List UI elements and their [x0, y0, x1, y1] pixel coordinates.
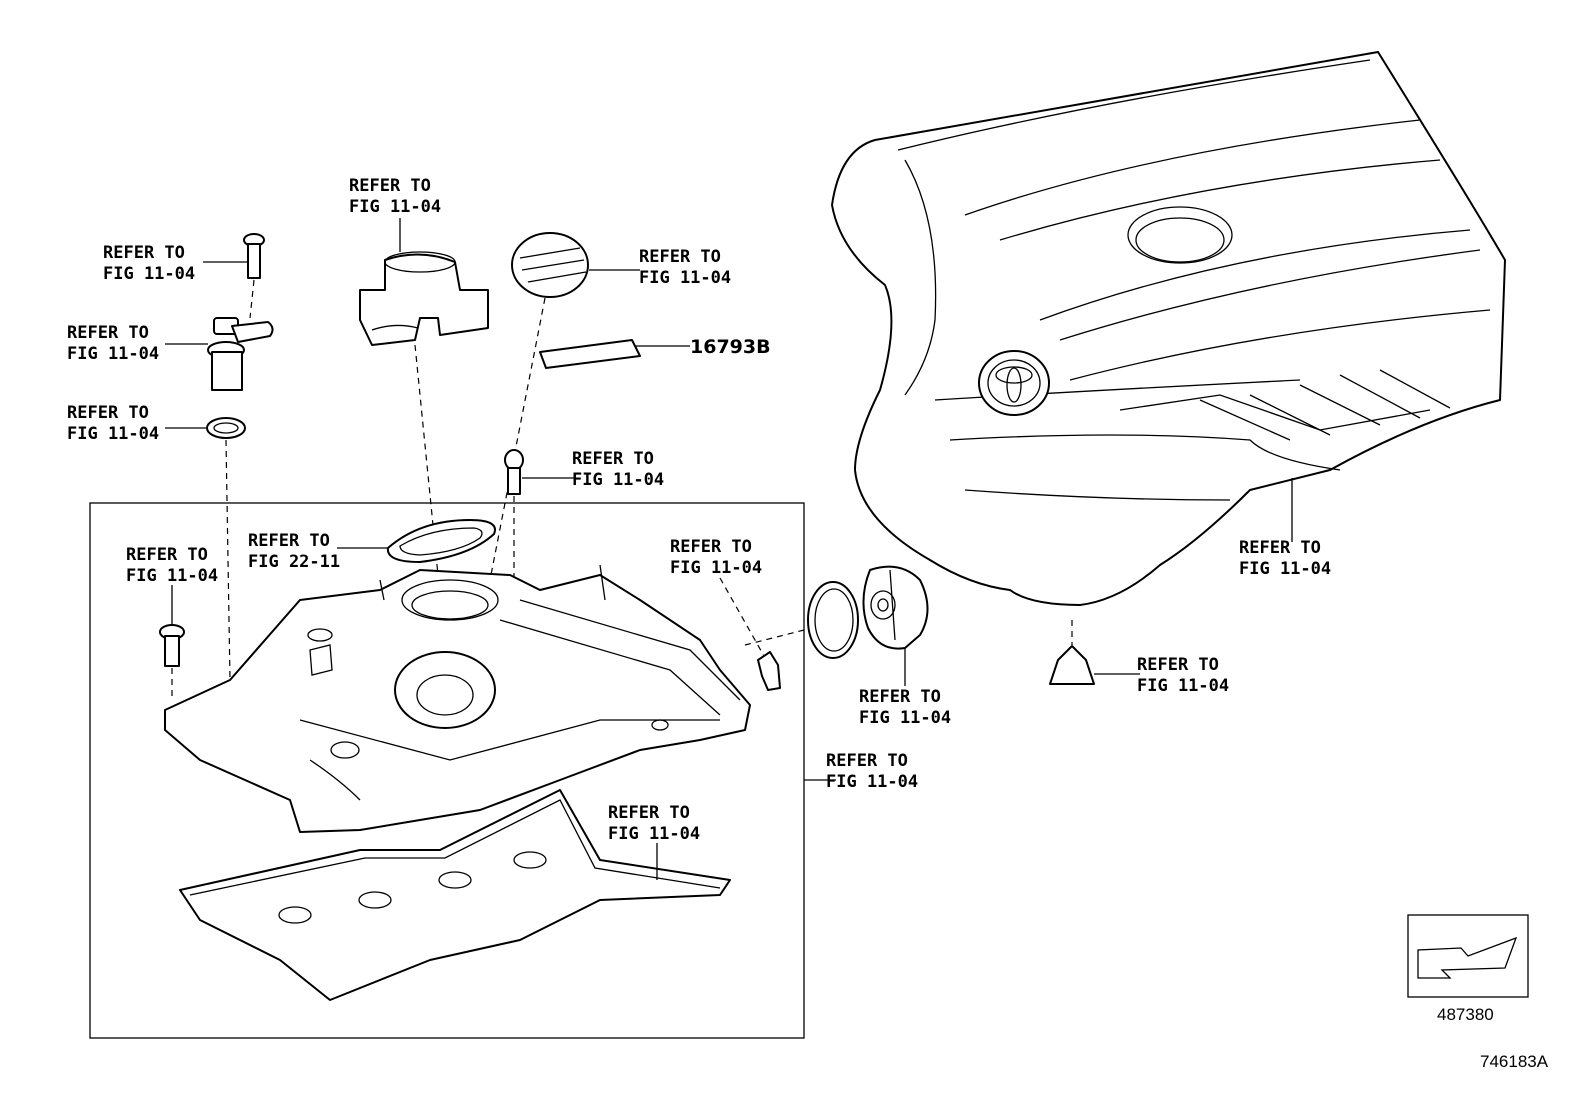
leader-bolt-dash	[249, 279, 255, 319]
svg-text:REFER TO: REFER TO	[572, 449, 654, 469]
cylinder-head-cover	[164, 564, 751, 833]
toyota-emblem-icon	[978, 350, 1050, 416]
leader-pcv-dash	[744, 627, 813, 646]
leader-cap-dash	[489, 297, 546, 581]
head-cover-gasket	[179, 789, 731, 1001]
front-direction-box: 487380	[1407, 914, 1529, 1024]
svg-text:FIG 11-04: FIG 11-04	[126, 566, 218, 586]
ventilation-stud	[504, 449, 524, 495]
sensor-bolt	[243, 233, 265, 279]
cover-grommet	[1049, 645, 1095, 685]
svg-text:REFER TO: REFER TO	[608, 803, 690, 823]
front-arrow-icon	[1417, 936, 1518, 979]
svg-text:FIG 11-04: FIG 11-04	[670, 558, 762, 578]
svg-text:REFER TO: REFER TO	[639, 247, 721, 267]
svg-text:REFER TO: REFER TO	[126, 545, 208, 565]
svg-text:REFER TO: REFER TO	[67, 403, 149, 423]
svg-text:FIG 22-11: FIG 22-11	[248, 552, 340, 572]
pcv-seal-ring	[807, 581, 859, 659]
svg-text:FIG 11-04: FIG 11-04	[349, 197, 441, 217]
svg-text:FIG 11-04: FIG 11-04	[572, 470, 664, 490]
svg-text:FIG 11-04: FIG 11-04	[608, 824, 700, 844]
leader-clip	[719, 577, 765, 657]
svg-text:REFER TO: REFER TO	[859, 687, 941, 707]
svg-text:REFER TO: REFER TO	[1137, 655, 1219, 675]
assembly-frame	[89, 502, 805, 1039]
oil-filler-cap	[511, 232, 589, 298]
direction-code: 487380	[1437, 1005, 1494, 1024]
svg-text:REFER TO: REFER TO	[1239, 538, 1321, 558]
svg-text:REFER TO: REFER TO	[248, 531, 330, 551]
cam-position-sensor	[207, 317, 274, 391]
svg-text:REFER TO: REFER TO	[826, 751, 908, 771]
svg-text:FIG 11-04: FIG 11-04	[67, 424, 159, 444]
svg-text:FIG 11-04: FIG 11-04	[1239, 559, 1331, 579]
svg-text:FIG 11-04: FIG 11-04	[67, 344, 159, 364]
svg-text:REFER TO: REFER TO	[103, 243, 185, 263]
svg-text:FIG 11-04: FIG 11-04	[826, 772, 918, 792]
svg-text:FIG 11-04: FIG 11-04	[103, 264, 195, 284]
svg-text:REFER TO: REFER TO	[349, 176, 431, 196]
cover-bolt	[159, 624, 185, 667]
svg-text:FIG 11-04: FIG 11-04	[1137, 676, 1229, 696]
caution-label-plate	[539, 339, 641, 369]
part-number-label: 16793B	[690, 336, 771, 358]
pcv-valve	[862, 565, 929, 650]
svg-text:FIG 11-04: FIG 11-04	[859, 708, 951, 728]
engine-cover	[831, 51, 1506, 606]
harness-clip	[757, 651, 781, 691]
sensor-o-ring	[206, 417, 246, 439]
leader-sensor-dash	[225, 439, 231, 681]
figure-id: 746183A	[1480, 1052, 1549, 1071]
filler-cap-bracket	[359, 251, 489, 346]
separator-gasket	[386, 519, 496, 563]
svg-text:REFER TO: REFER TO	[67, 323, 149, 343]
svg-text:FIG 11-04: FIG 11-04	[639, 268, 731, 288]
svg-text:REFER TO: REFER TO	[670, 537, 752, 557]
